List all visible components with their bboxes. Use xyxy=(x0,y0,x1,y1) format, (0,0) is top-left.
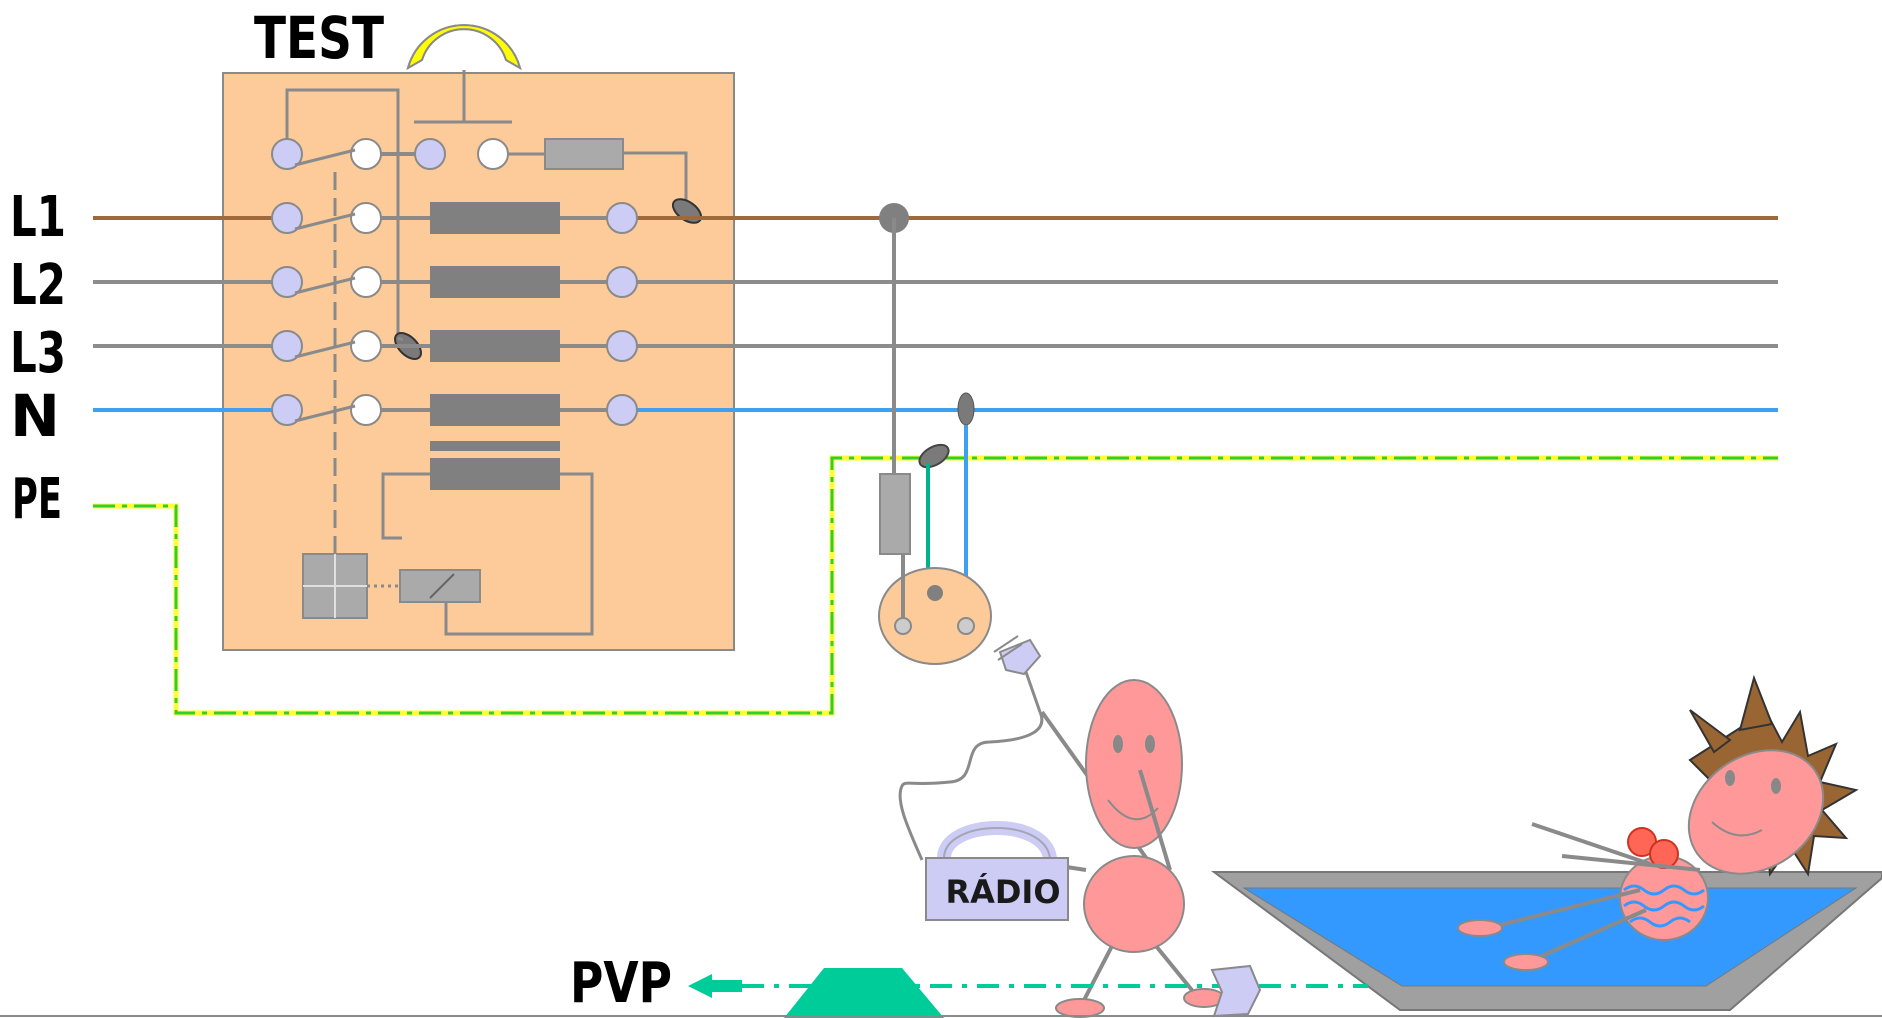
terminal xyxy=(477,138,509,170)
socket-branch xyxy=(878,203,992,665)
label-l1: L1 xyxy=(10,185,66,250)
pvp-busbar xyxy=(784,968,944,1018)
terminal xyxy=(271,394,303,426)
paper-icon xyxy=(1210,964,1262,1018)
terminal xyxy=(350,202,382,234)
terminal xyxy=(606,394,638,426)
label-pe: PE xyxy=(12,467,62,532)
neutral-contact xyxy=(957,392,975,426)
fault-impedance xyxy=(879,473,911,555)
terminal xyxy=(606,266,638,298)
relay-coil xyxy=(399,569,481,603)
person-standing xyxy=(1040,679,1225,1018)
arrow-left-icon xyxy=(688,974,742,998)
sensing-coil xyxy=(430,202,560,234)
head xyxy=(1085,679,1183,849)
label-n: N xyxy=(10,382,60,450)
socket-icon xyxy=(878,567,992,665)
terminal xyxy=(271,138,303,170)
terminal xyxy=(350,330,382,362)
terminal xyxy=(271,330,303,362)
plug-icon xyxy=(998,638,1042,676)
distribution-panel xyxy=(222,24,735,651)
sensing-coil xyxy=(430,458,560,490)
label-pvp: PVP xyxy=(570,951,672,1016)
label-l2: L2 xyxy=(10,253,66,318)
terminal xyxy=(606,202,638,234)
sensing-coil xyxy=(430,394,560,426)
bathtub xyxy=(1210,871,1882,1011)
sensing-coil xyxy=(430,266,560,298)
supply-lines xyxy=(93,216,1778,412)
pvp-equipotential xyxy=(688,964,1368,1018)
breaker-poles xyxy=(271,202,638,426)
label-l3: L3 xyxy=(10,321,66,386)
pe-contact xyxy=(918,443,950,469)
terminal xyxy=(606,330,638,362)
terminal xyxy=(271,266,303,298)
labels: TEST L1 L2 L3 N PE PVP xyxy=(10,4,672,1016)
sensing-coil xyxy=(430,330,560,362)
person-bathing xyxy=(1457,674,1859,971)
test-resistor xyxy=(544,138,624,170)
terminal xyxy=(350,394,382,426)
terminal xyxy=(414,138,446,170)
pe-conductor xyxy=(93,455,1778,716)
terminal xyxy=(350,138,382,170)
terminal xyxy=(350,266,382,298)
radio-label: RÁDIO xyxy=(945,873,1060,911)
radio-icon: RÁDIO xyxy=(925,821,1069,921)
label-test: TEST xyxy=(254,4,384,72)
head xyxy=(1687,749,1825,875)
body xyxy=(1083,855,1185,953)
plug-and-cord xyxy=(898,635,1044,861)
terminal xyxy=(271,202,303,234)
sensing-coil xyxy=(430,441,560,451)
